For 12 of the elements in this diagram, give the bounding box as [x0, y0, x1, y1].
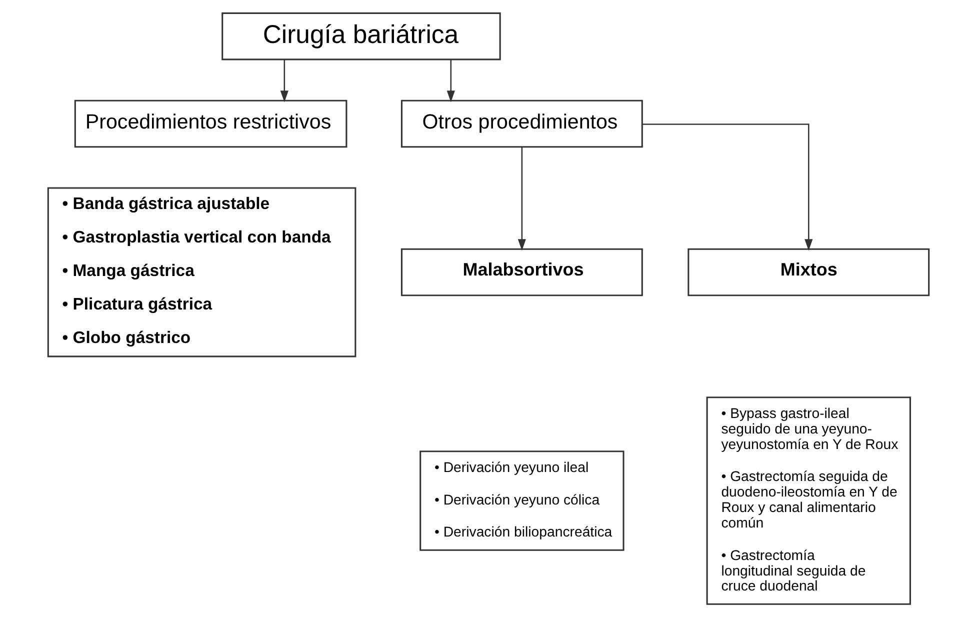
arrow	[280, 60, 288, 102]
arrow	[642, 124, 813, 251]
node-box: • Bypass gastro-ileal seguido de una yeyuno-yeyunostomía en Y de Roux • Gastrectomía seguida de duodeno-ileostomía en Y de Roux y canal alimentario común • Gastrectomía longitudinal seguida de cruce duodenal	[706, 396, 911, 605]
arrow	[446, 60, 455, 102]
node-box: Procedimientos restrictivos	[74, 100, 348, 148]
node-box: Malabsortivos	[400, 248, 643, 296]
node-box: Mixtos	[688, 248, 930, 296]
node-box: Cirugía bariátrica	[222, 12, 501, 60]
node-box: • Derivación yeyuno ileal • Derivación yeyuno cólica • Derivación biliopancreática	[420, 450, 624, 551]
node-box: Otros procedimientos	[400, 100, 643, 148]
arrow	[518, 146, 526, 251]
node-box: • Banda gástrica ajustable • Gastroplastia vertical con banda • Manga gástrica • Plicatura gástrica • Globo gástrico	[47, 187, 356, 358]
